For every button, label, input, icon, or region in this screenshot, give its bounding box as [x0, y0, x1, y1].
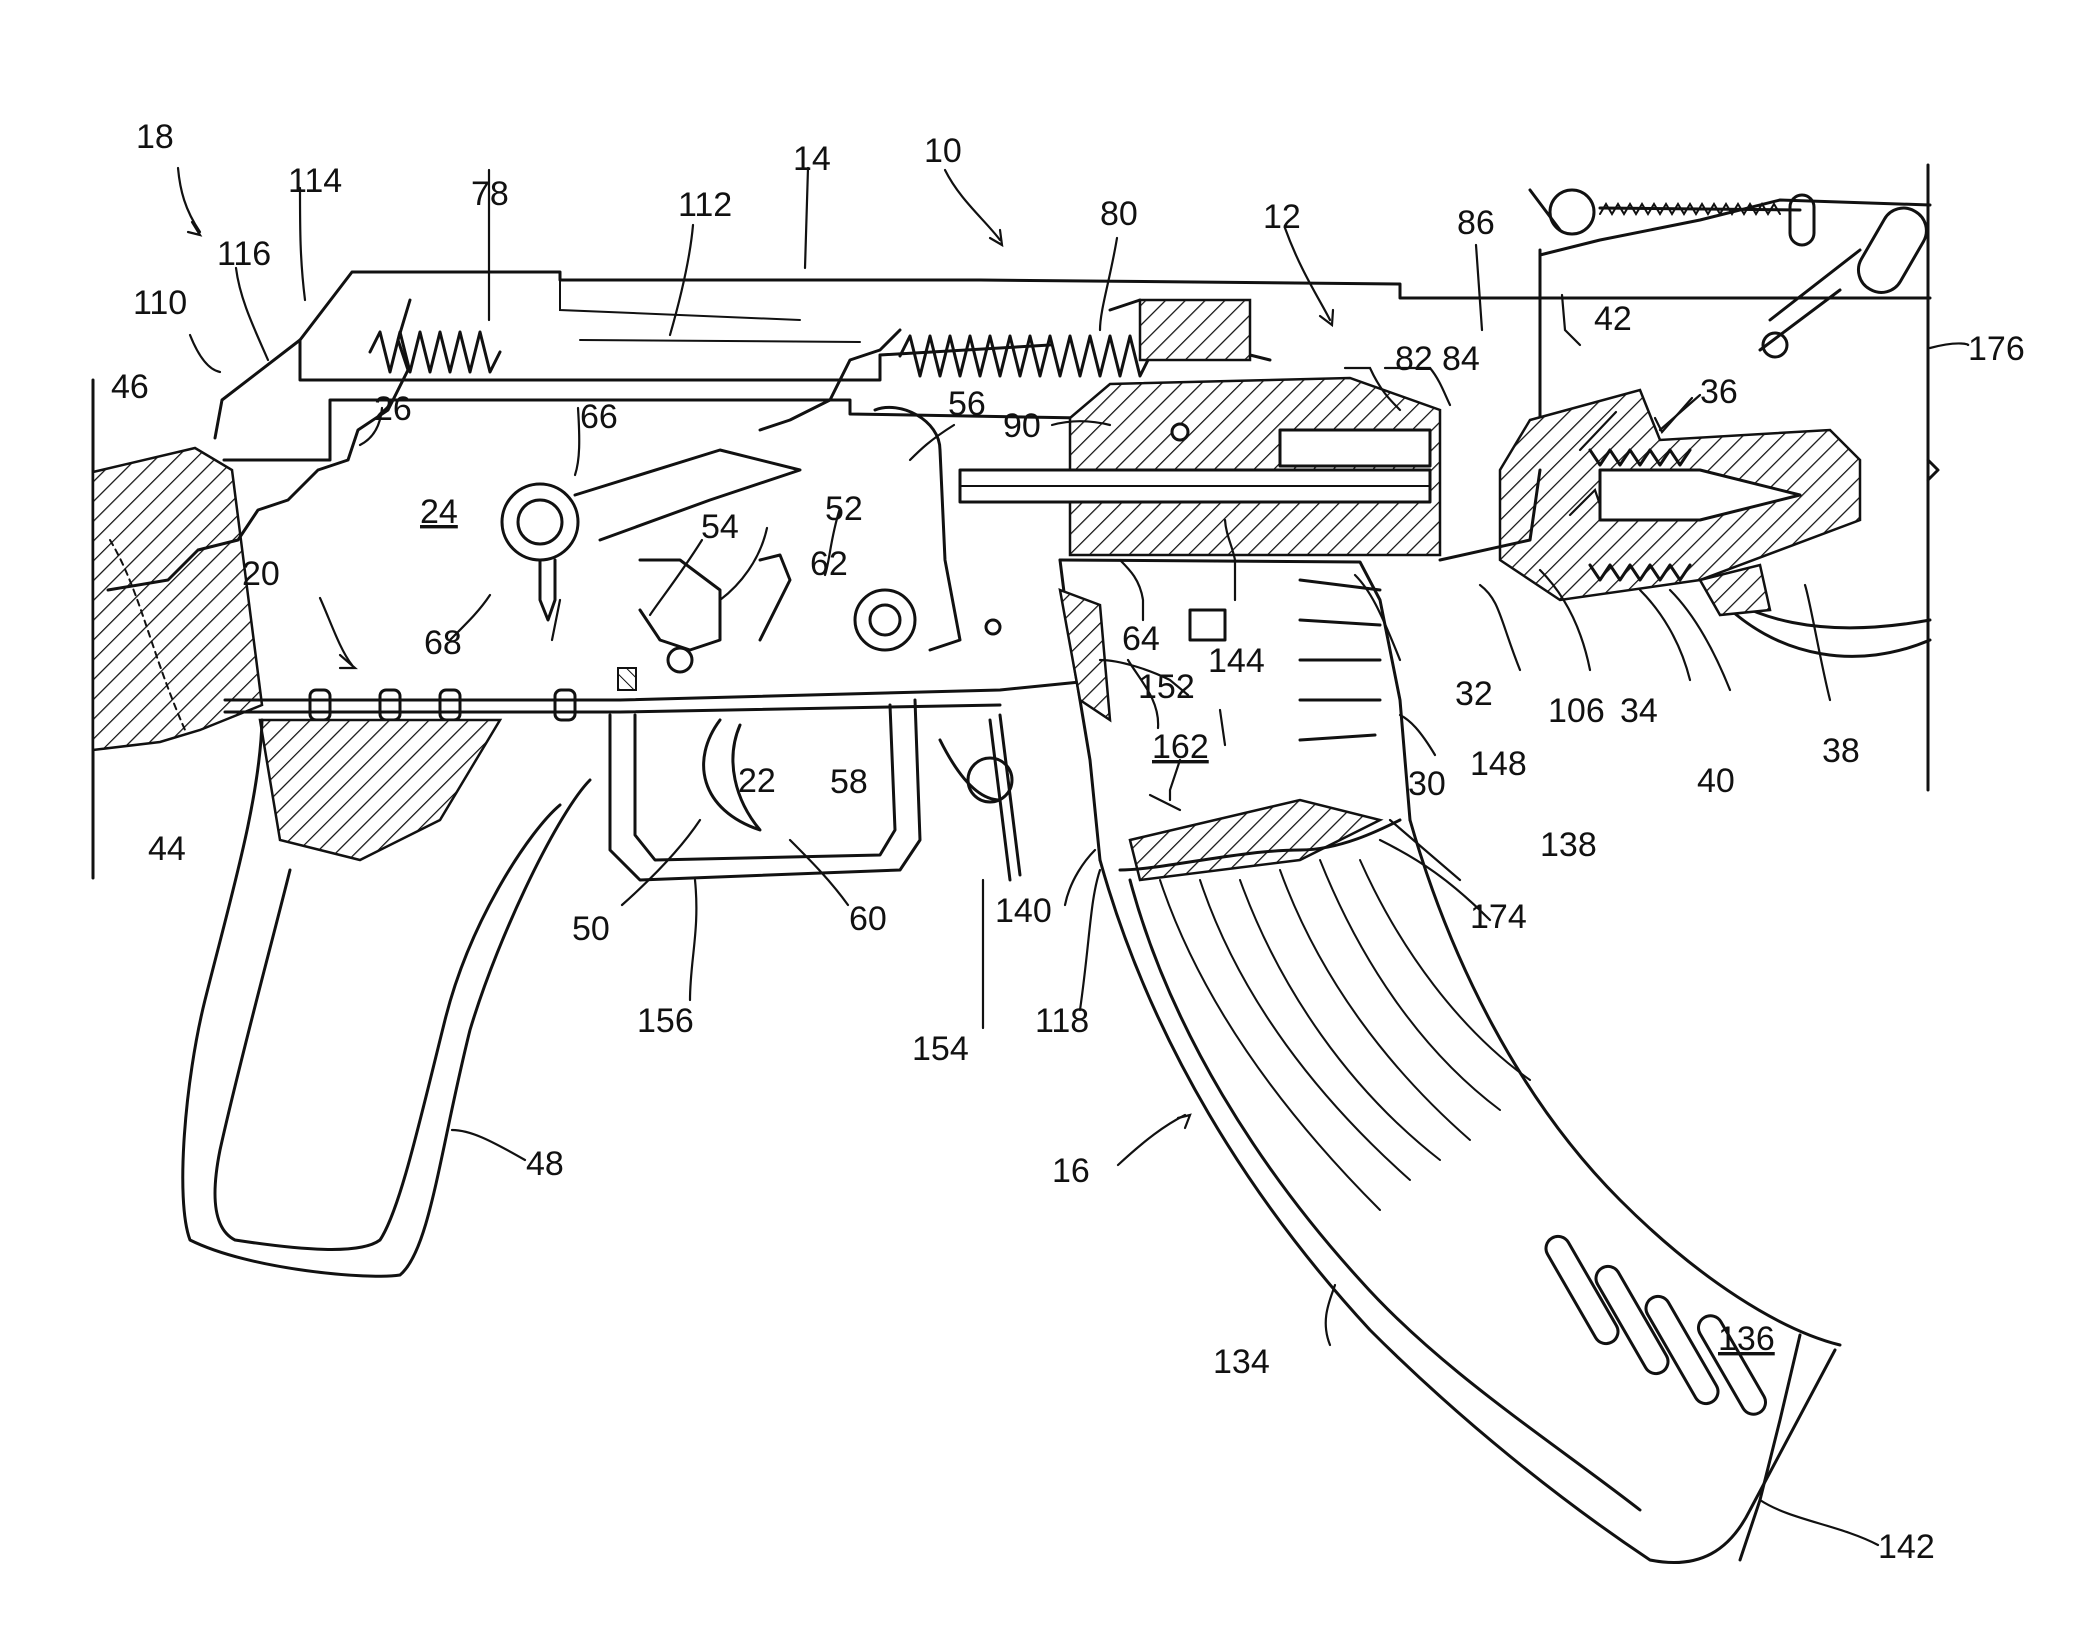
ref-10: 10	[924, 132, 962, 170]
ref-42: 42	[1594, 300, 1632, 338]
ref-144: 144	[1208, 642, 1265, 680]
ref-36: 36	[1700, 373, 1738, 411]
ref-22: 22	[738, 762, 776, 800]
ref-114: 114	[288, 162, 342, 200]
ref-106: 106	[1548, 692, 1605, 730]
magazine	[1058, 558, 1842, 1565]
ref-66: 66	[580, 398, 618, 436]
ref-30: 30	[1408, 765, 1446, 803]
ref-80: 80	[1100, 195, 1138, 233]
trigger-group	[608, 698, 1022, 882]
ref-64: 64	[1122, 620, 1160, 658]
ref-136: 136	[1718, 1320, 1775, 1358]
ref-86: 86	[1457, 204, 1495, 242]
ref-68: 68	[424, 624, 462, 662]
ref-62: 62	[810, 545, 848, 583]
ref-52: 52	[825, 490, 863, 528]
ref-156: 156	[637, 1002, 694, 1040]
ref-32: 32	[1455, 675, 1493, 713]
ref-48: 48	[526, 1145, 564, 1183]
ref-34: 34	[1620, 692, 1658, 730]
ref-174: 174	[1470, 898, 1527, 936]
pistol-grip	[181, 718, 592, 1278]
ref-44: 44	[148, 830, 186, 868]
ref-16: 16	[1052, 1152, 1090, 1190]
action-parts	[223, 405, 1102, 722]
stock-section	[91, 446, 264, 752]
ref-138: 138	[1540, 826, 1597, 864]
ref-18: 18	[136, 118, 174, 156]
bolt-carrier	[958, 298, 1442, 557]
ref-116: 116	[217, 235, 271, 273]
ref-90: 90	[1003, 407, 1041, 445]
ref-84: 84	[1442, 340, 1480, 378]
ref-26: 26	[374, 390, 412, 428]
ref-58: 58	[830, 763, 868, 801]
ref-12: 12	[1263, 198, 1301, 236]
ref-54: 54	[701, 508, 739, 546]
reference-numerals: 10 12 14 16 18 20 22 24 26 30 32 34 36 3…	[111, 118, 2025, 1566]
ref-112: 112	[678, 186, 732, 224]
ref-82: 82	[1395, 340, 1433, 378]
barrel-trunnion	[1438, 188, 1932, 658]
ref-148: 148	[1470, 745, 1527, 783]
ref-50: 50	[572, 910, 610, 948]
ref-24: 24	[420, 493, 458, 531]
ref-78: 78	[471, 175, 509, 213]
ref-142: 142	[1878, 1528, 1935, 1566]
ref-14: 14	[793, 140, 831, 178]
ref-60: 60	[849, 900, 887, 938]
ref-154: 154	[912, 1030, 969, 1068]
ref-118: 118	[1035, 1002, 1089, 1040]
ref-152: 152	[1138, 668, 1195, 706]
ref-176: 176	[1968, 330, 2025, 368]
ref-56: 56	[948, 385, 986, 423]
ref-140: 140	[995, 892, 1052, 930]
ref-38: 38	[1822, 732, 1860, 770]
ref-134: 134	[1213, 1343, 1270, 1381]
ref-110: 110	[133, 284, 187, 322]
ref-162: 162	[1152, 728, 1209, 766]
ref-40: 40	[1697, 762, 1735, 800]
ref-20: 20	[242, 555, 280, 593]
leader-lines	[176, 166, 1970, 1547]
ref-46: 46	[111, 368, 149, 406]
